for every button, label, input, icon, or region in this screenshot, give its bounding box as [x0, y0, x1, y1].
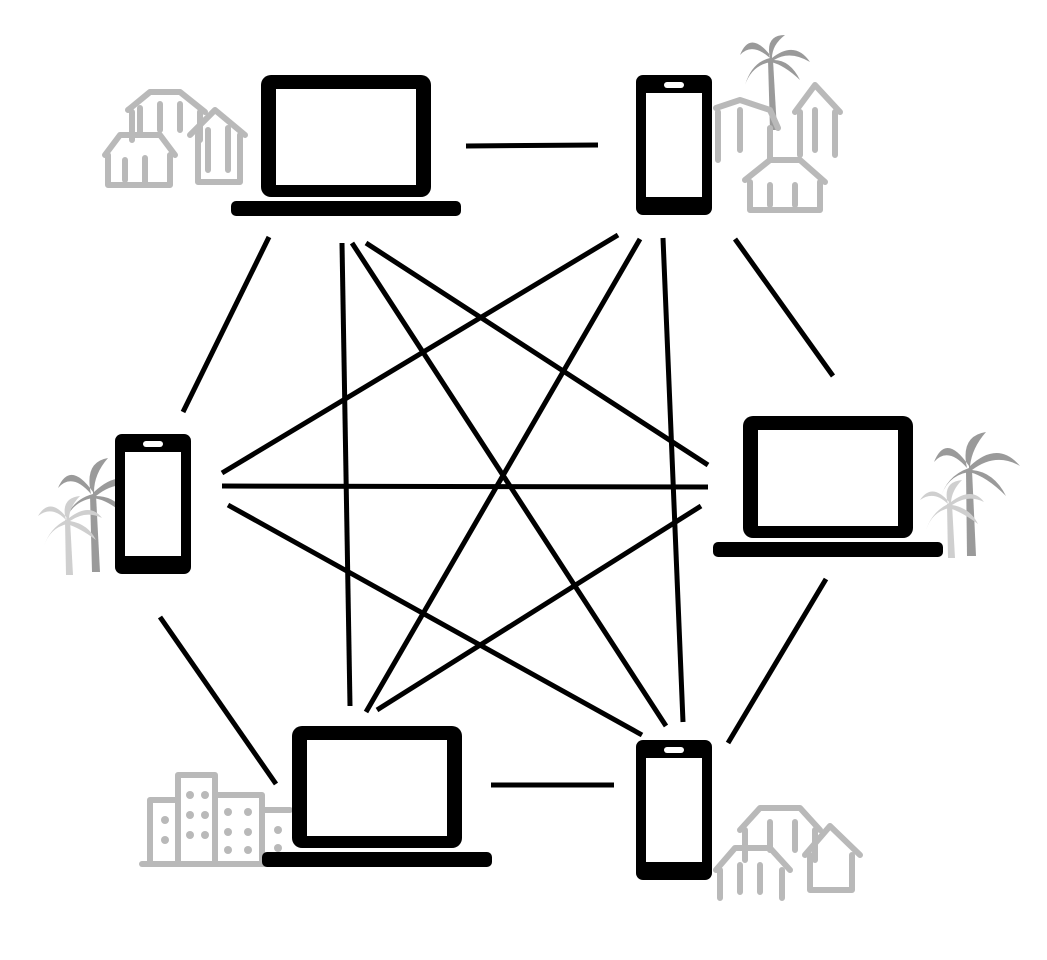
palm-trees-icon — [920, 432, 1020, 558]
laptop-icon — [262, 726, 492, 867]
smartphone-icon — [636, 75, 712, 215]
huts-icon — [102, 89, 248, 188]
link-n3-n6 — [221, 483, 709, 490]
link-n1-n2 — [465, 142, 599, 149]
huts-icon — [713, 805, 863, 901]
smartphone-icon — [636, 740, 712, 880]
palm-and-huts-icon — [713, 35, 843, 213]
link-n2-n6 — [220, 232, 620, 476]
link-n3-n4 — [725, 577, 829, 745]
link-n1-n3 — [364, 240, 710, 468]
link-n2-n3 — [732, 237, 836, 378]
network-links — [157, 142, 836, 788]
laptop-icon — [231, 75, 461, 216]
link-n2-n4 — [660, 237, 686, 723]
link-n5-n6 — [157, 615, 279, 786]
laptop-icon — [713, 416, 943, 557]
link-n1-n6 — [180, 235, 272, 414]
smartphone-icon — [115, 434, 191, 574]
link-n4-n6 — [226, 502, 644, 738]
city-buildings-icon — [139, 772, 301, 867]
link-n2-n5 — [363, 237, 643, 714]
link-n3-n5 — [375, 503, 703, 713]
link-n1-n5 — [339, 242, 353, 707]
